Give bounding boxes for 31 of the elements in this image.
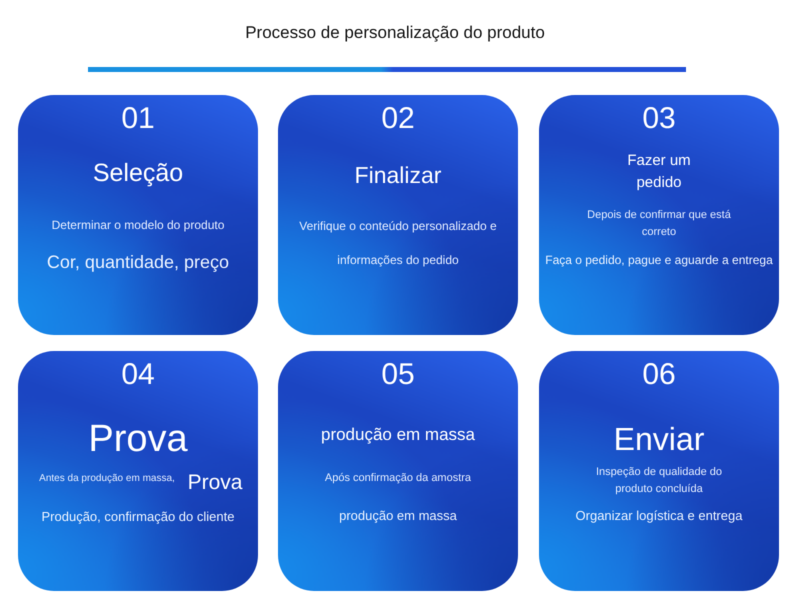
step-card	[539, 95, 779, 335]
step-title: Seleção	[92, 159, 184, 187]
step-card	[278, 351, 518, 591]
step-label: Prova	[188, 471, 242, 494]
step-card	[539, 351, 779, 591]
step-number: 04	[121, 358, 155, 391]
step-description: Inspeção de qualidade do produto concluída	[596, 466, 722, 495]
step-number: 01	[121, 102, 155, 135]
step-description: Depois de confirmar que está correto	[587, 209, 731, 238]
step-title: produção em massa	[320, 425, 476, 444]
step-card	[18, 351, 258, 591]
step-number: 05	[381, 358, 415, 391]
step-title: Finalizar	[354, 162, 442, 188]
step-number: 02	[381, 102, 415, 135]
step-description: Produção, confirmação do cliente	[42, 509, 234, 524]
step-description: Verifique o conteúdo personalizado e informações do pedido	[299, 219, 497, 267]
step-number: 06	[642, 358, 676, 391]
step-description: Antes da produção em massa,	[39, 473, 175, 484]
step-title: Fazer um pedido	[627, 152, 691, 191]
step-card	[278, 95, 518, 335]
step-description: Faça o pedido, pague e aguarde a entrega	[545, 253, 773, 267]
step-description: produção em massa	[339, 508, 457, 523]
step-description: Organizar logística e entrega	[576, 508, 742, 523]
step-description: Cor, quantidade, preço	[46, 252, 230, 272]
step-description: Após confirmação da amostra	[324, 472, 472, 484]
step-title: Prova	[88, 418, 188, 460]
step-description: Determinar o modelo do produto	[52, 218, 224, 232]
step-number: 03	[642, 102, 676, 135]
step-title: Enviar	[614, 421, 704, 457]
diagram-title: Processo de personalização do produto	[245, 23, 545, 42]
step-card	[18, 95, 258, 335]
